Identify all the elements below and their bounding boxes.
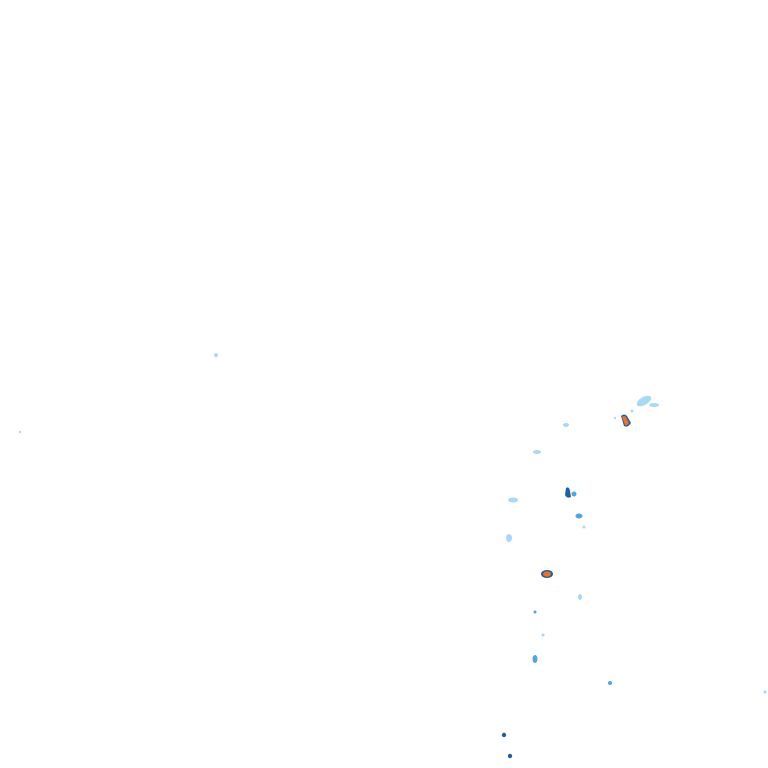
radar-echo-light	[506, 534, 512, 542]
radar-echo-light	[763, 690, 767, 694]
radar-echo-moderate	[608, 681, 612, 685]
radar-echo-heavy	[507, 753, 513, 759]
radar-echo-intense	[543, 571, 551, 577]
radar-echo-light	[508, 497, 518, 503]
radar-echo-light	[613, 416, 617, 420]
radar-echo-heavy	[565, 487, 571, 498]
radar-echo-light	[563, 423, 569, 427]
radar-echo-moderate	[532, 655, 538, 663]
radar-echo-light	[649, 403, 659, 407]
radar-echo-light	[18, 430, 22, 434]
radar-echo-light	[582, 525, 586, 529]
radar-echo-light	[214, 353, 218, 357]
radar-echo-light	[630, 409, 634, 413]
radar-echo-light	[636, 395, 652, 407]
radar-echo-moderate	[571, 491, 577, 497]
radar-echo-intense	[622, 416, 629, 426]
radar-echo-light	[533, 450, 541, 454]
radar-echo-moderate	[575, 513, 583, 519]
radar-echo-light	[578, 594, 582, 600]
radar-echo-light	[541, 633, 545, 637]
radar-echo-moderate	[533, 610, 537, 614]
radar-echo-heavy	[501, 732, 507, 738]
